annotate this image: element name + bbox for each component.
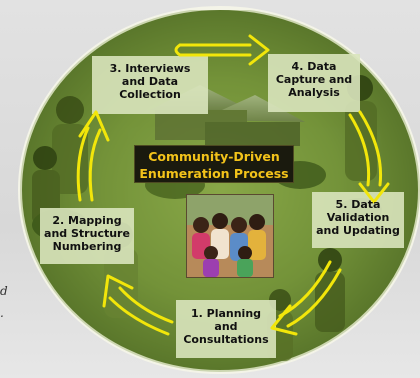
children-photo-illustration <box>187 195 273 277</box>
arrow-2-to-3 <box>76 126 90 202</box>
step-1-label: 1. Planning and Consultations <box>183 307 269 346</box>
step4-box <box>268 54 360 112</box>
arrow-1-to-2 <box>118 286 174 324</box>
step2-box <box>40 208 134 264</box>
background-text-fragment: d . <box>0 284 8 320</box>
step3-box <box>92 56 208 114</box>
children-group-photo <box>186 194 274 278</box>
step-3-label: 3. Interviews and Data Collection <box>109 62 191 101</box>
step-2-label: 2. Mapping and Structure Numbering <box>44 214 130 253</box>
step-4-label: 4. Data Capture and Analysis <box>275 60 353 99</box>
step1-box <box>176 300 276 358</box>
arrow-4-to-5 <box>348 113 371 187</box>
center-title: Community-Driven Enumeration Process <box>134 145 294 183</box>
step-5-label: 5. Data Validation and Updating <box>316 198 400 237</box>
step5-box <box>312 192 404 248</box>
